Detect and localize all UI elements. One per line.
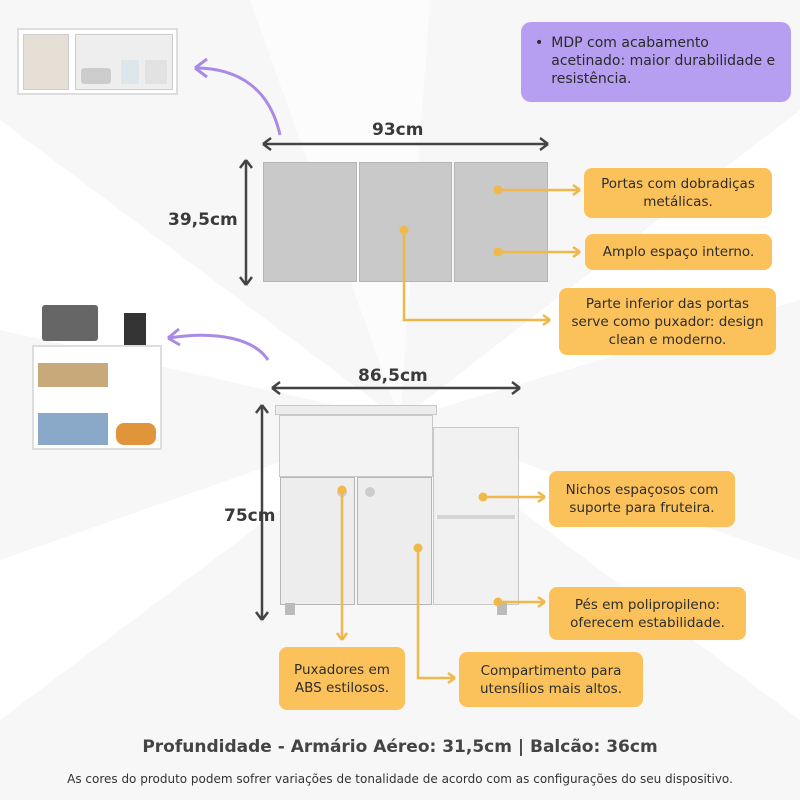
callout-door-handle: Parte inferior das portas serve como pux… <box>559 288 776 355</box>
depth-info: Profundidade - Armário Aéreo: 31,5cm | B… <box>142 737 658 757</box>
callout-interior: Amplo espaço interno. <box>585 234 772 270</box>
callout-feet: Pés em polipropileno: oferecem estabilid… <box>549 587 746 640</box>
lower-height-label: 75cm <box>224 506 276 526</box>
purple-arrow-upper <box>194 66 282 136</box>
upper-width-label: 93cm <box>372 120 424 140</box>
callout-handles: Puxadores em ABS estilosos. <box>279 647 405 710</box>
callout-compartment: Compartimento para utensílios mais altos… <box>459 652 643 707</box>
lower-cabinet-thumbnail <box>32 305 162 455</box>
upper-cabinet <box>263 162 548 282</box>
purple-arrow-lower <box>167 333 270 361</box>
cabinet-door <box>454 162 548 282</box>
lower-width-label: 86,5cm <box>358 366 428 386</box>
material-highlight: •MDP com acabamento acetinado: maior dur… <box>521 22 791 102</box>
upper-height-label: 39,5cm <box>168 210 238 230</box>
bullet-icon: • <box>535 35 544 51</box>
dimension-lines <box>239 137 549 621</box>
color-disclaimer: As cores do produto podem sofrer variaçõ… <box>67 772 733 786</box>
callout-hinges: Portas com dobradiças metálicas. <box>584 168 772 218</box>
cabinet-door <box>359 162 452 282</box>
cabinet-door <box>263 162 357 282</box>
upper-cabinet-thumbnail <box>17 28 178 95</box>
callout-niches: Nichos espaçosos com suporte para frutei… <box>549 471 735 527</box>
